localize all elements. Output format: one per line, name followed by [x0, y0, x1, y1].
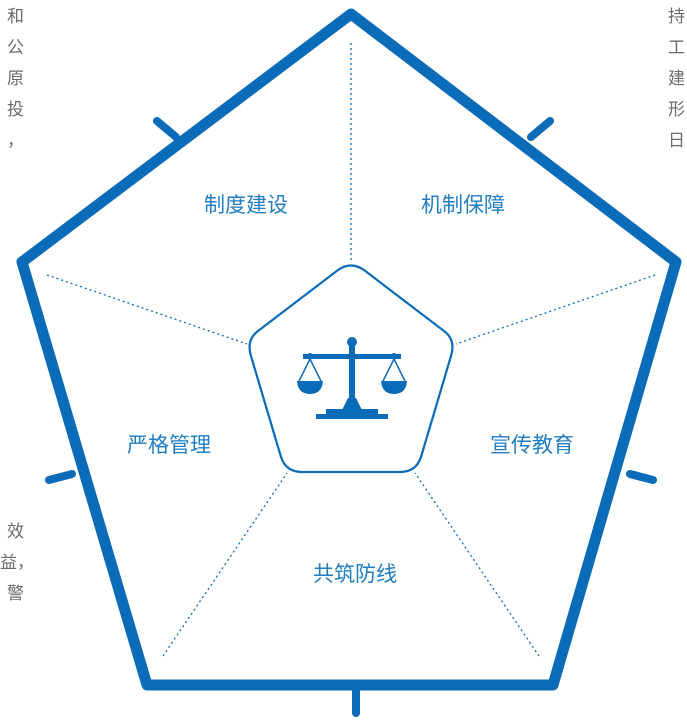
- text-line: 持: [668, 7, 685, 27]
- outer-pentagon: [16, 8, 682, 691]
- segment-label-top-right: 机制保障: [421, 193, 505, 217]
- text-line: 日: [668, 131, 685, 151]
- divider-right: [455, 274, 656, 345]
- divider-bottom-right: [414, 472, 540, 657]
- segment-label-right: 宣传教育: [490, 433, 574, 457]
- text-line: 效: [7, 522, 24, 542]
- segment-label-top-left: 制度建设: [204, 193, 288, 217]
- segment-label-left: 严格管理: [127, 433, 211, 457]
- text-line: 公: [7, 38, 24, 58]
- scales-of-justice-icon: [297, 337, 407, 419]
- edge-tick-top-left: [153, 117, 180, 141]
- text-line: 工: [668, 38, 685, 58]
- edge-tick-right: [626, 470, 657, 484]
- divider-bottom-left: [162, 472, 288, 657]
- text-line: 建: [668, 69, 685, 89]
- text-line: 警: [7, 584, 24, 604]
- text-line: 和: [7, 7, 24, 27]
- divider-left: [46, 274, 248, 345]
- text-line: 形: [668, 100, 685, 120]
- text-line: 投: [7, 100, 24, 120]
- text-line: ，: [7, 131, 24, 151]
- edge-tick-left: [45, 470, 76, 484]
- edge-tick-top-right: [527, 117, 554, 141]
- right-paragraph-fragment-top: 持 工 建 形 日: [668, 2, 685, 157]
- text-line: 原: [7, 69, 24, 89]
- left-paragraph-fragment-top: 和 公 原 投 ，: [0, 2, 24, 157]
- segment-label-bottom: 共筑防线: [313, 562, 397, 586]
